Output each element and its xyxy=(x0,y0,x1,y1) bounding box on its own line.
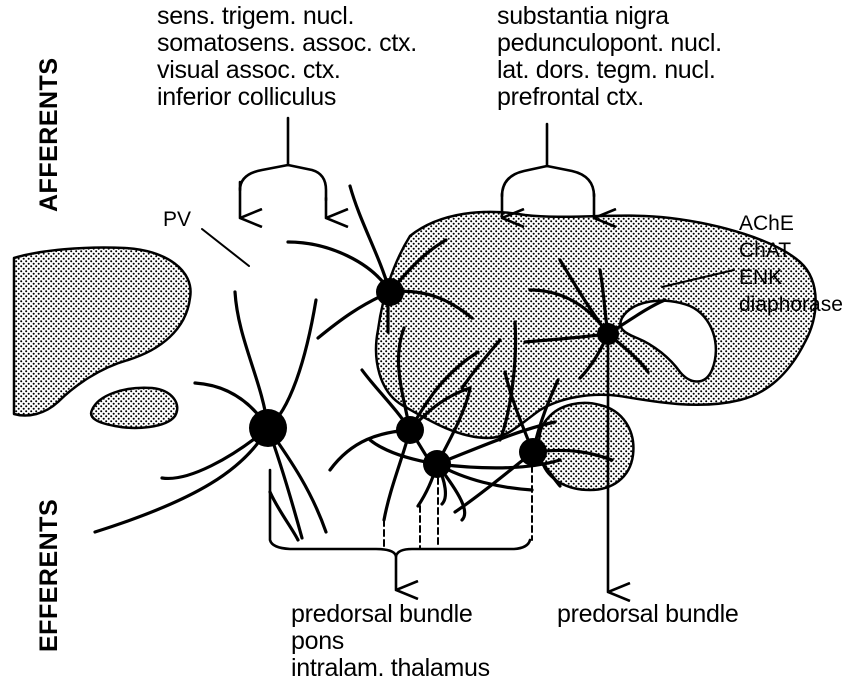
marker-label: ChAT xyxy=(739,239,791,262)
pv-pointer-line xyxy=(202,229,249,266)
neuron-soma xyxy=(249,409,287,447)
afferent-label: somatosens. assoc. ctx. xyxy=(157,29,417,57)
afferent-connector-left xyxy=(240,118,326,218)
efferent-label: predorsal bundle xyxy=(291,600,472,628)
efferent-label: intralam. thalamus xyxy=(291,654,490,682)
marker-label: ENK xyxy=(739,266,782,289)
marker-label: AChE xyxy=(739,212,794,235)
efferents-label: EFFERENTS xyxy=(35,499,63,652)
neuron-soma xyxy=(396,416,424,444)
afferent-group-right: substantia nigra pedunculopont. nucl. la… xyxy=(497,2,722,111)
afferent-label: inferior colliculus xyxy=(157,83,336,111)
efferent-label-right: predorsal bundle xyxy=(557,600,738,628)
afferent-group-left: sens. trigem. nucl. somatosens. assoc. c… xyxy=(157,2,417,111)
neuron-soma xyxy=(423,450,451,478)
afferent-connector-right xyxy=(502,124,594,218)
afferent-label: sens. trigem. nucl. xyxy=(157,2,354,30)
efferent-label: pons xyxy=(291,627,344,655)
neuron-soma xyxy=(519,438,547,466)
afferent-label: pedunculopont. nucl. xyxy=(497,29,722,57)
pv-label: PV xyxy=(163,208,191,231)
afferent-label: prefrontal ctx. xyxy=(497,83,644,111)
marker-label: diaphorase xyxy=(739,293,843,316)
afferents-label: AFFERENTS xyxy=(35,58,63,213)
small-stippled-blob xyxy=(91,388,177,428)
afferent-label: substantia nigra xyxy=(497,2,669,30)
efferent-targets-left: predorsal bundle pons intralam. thalamus xyxy=(291,600,490,682)
afferent-label: lat. dors. tegm. nucl. xyxy=(497,56,716,84)
neuron-soma xyxy=(376,278,404,306)
neuron-soma xyxy=(597,323,619,345)
afferent-label: visual assoc. ctx. xyxy=(157,56,341,84)
